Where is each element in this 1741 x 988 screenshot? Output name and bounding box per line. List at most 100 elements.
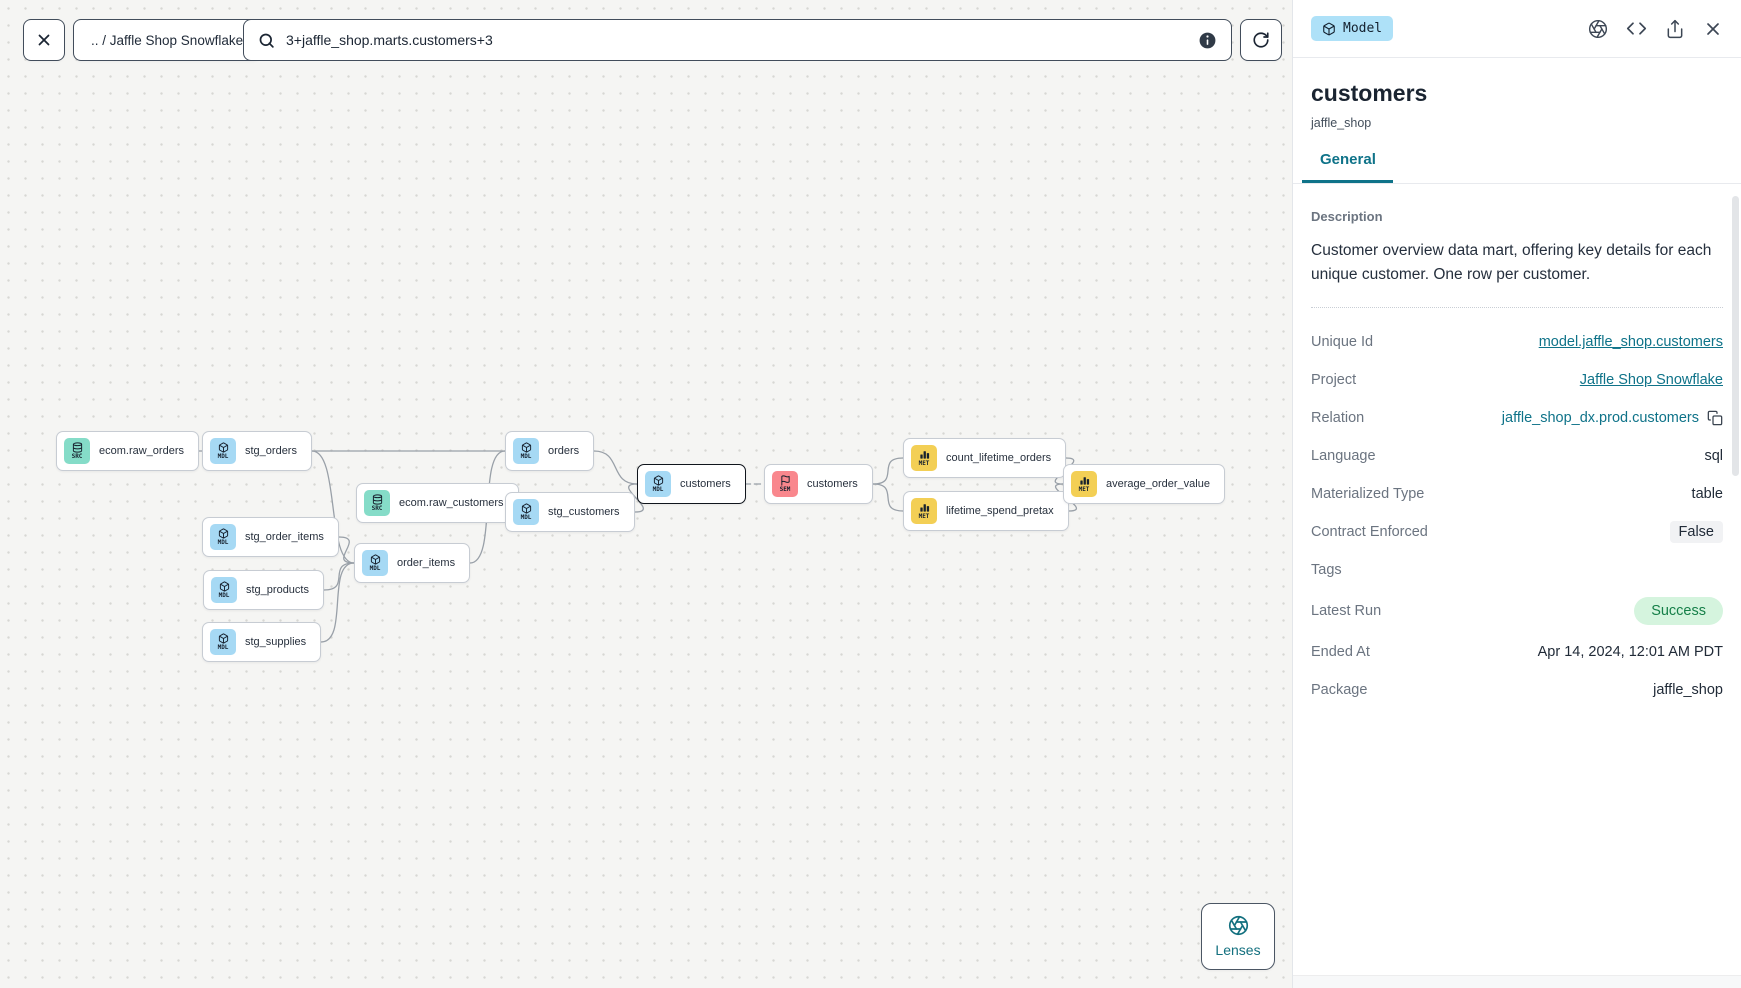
- node-label: customers: [680, 478, 731, 490]
- page-title: customers: [1311, 80, 1428, 106]
- search-icon: [259, 33, 274, 48]
- field-value-text: False: [1669, 521, 1723, 544]
- metric-icon: MET: [911, 498, 937, 524]
- node-label: average_order_value: [1106, 478, 1210, 490]
- panel-scrollbar[interactable]: [1732, 196, 1739, 476]
- node-label: stg_products: [246, 584, 309, 596]
- dotted-divider: [1311, 307, 1723, 309]
- graph-node-stg_customers[interactable]: MDL stg_customers: [505, 492, 635, 532]
- page-subtitle: jaffle_shop: [1311, 116, 1372, 130]
- metric-icon: MET: [911, 445, 937, 471]
- field-label: Materialized Type: [1311, 486, 1425, 503]
- field-row: Unique Id model.jaffle_shop.customers: [1311, 331, 1723, 353]
- field-label: Ended At: [1311, 644, 1370, 661]
- field-value: Apr 14, 2024, 12:01 AM PDT: [1538, 644, 1723, 660]
- model-icon: MDL: [210, 438, 236, 464]
- model-icon: MDL: [362, 550, 388, 576]
- field-value: jaffle_shop_dx.prod.customers: [1502, 410, 1723, 426]
- graph-node-stg_supplies[interactable]: MDL stg_supplies: [202, 622, 322, 662]
- model-icon: MDL: [210, 524, 236, 550]
- aperture-icon[interactable]: [1588, 19, 1608, 39]
- field-row: Tags: [1311, 559, 1723, 581]
- metric-icon: MET: [1071, 471, 1097, 497]
- field-label: Contract Enforced: [1311, 524, 1428, 541]
- cube-icon: [1323, 22, 1335, 35]
- close-icon[interactable]: [1703, 19, 1723, 39]
- breadcrumb[interactable]: .. / Jaffle Shop Snowflake: [73, 19, 262, 61]
- field-row: Language sql: [1311, 445, 1723, 467]
- details-panel: Model customers jaffle_shop General Desc…: [1292, 0, 1741, 988]
- lenses-button[interactable]: Lenses: [1201, 903, 1275, 970]
- search-input[interactable]: [286, 32, 1187, 48]
- node-label: count_lifetime_orders: [946, 452, 1052, 464]
- graph-node-count_lifetime_orders[interactable]: MET count_lifetime_orders: [903, 438, 1067, 478]
- field-label: Tags: [1311, 562, 1342, 579]
- close-lineage-button[interactable]: [23, 19, 65, 61]
- field-value-text: jaffle_shop: [1653, 682, 1723, 699]
- graph-node-ecom_raw_customers[interactable]: SRC ecom.raw_customers: [356, 483, 519, 523]
- lineage-canvas[interactable]: .. / Jaffle Shop Snowflake Lenses SRCeco…: [0, 0, 1292, 988]
- info-icon[interactable]: [1198, 31, 1217, 50]
- breadcrumb-label: .. / Jaffle Shop Snowflake: [91, 32, 244, 48]
- node-label: ecom.raw_customers: [399, 497, 504, 509]
- model-icon: MDL: [513, 499, 539, 525]
- field-value: jaffle_shop: [1653, 682, 1723, 698]
- field-label: Relation: [1311, 410, 1365, 427]
- field-value-text[interactable]: Jaffle Shop Snowflake: [1579, 372, 1723, 389]
- node-label: order_items: [397, 557, 456, 569]
- node-label: stg_customers: [548, 506, 620, 518]
- node-label: ecom.raw_orders: [99, 445, 184, 457]
- field-label: Unique Id: [1311, 334, 1374, 351]
- field-value-text: table: [1691, 486, 1723, 503]
- field-label: Language: [1311, 448, 1376, 465]
- field-row: Relation jaffle_shop_dx.prod.customers: [1311, 407, 1723, 429]
- graph-node-customers_model[interactable]: MDL customers: [637, 464, 746, 504]
- copy-icon[interactable]: [1707, 410, 1723, 426]
- graph-node-customers_sem[interactable]: SEM customers: [764, 464, 873, 504]
- field-label: Project: [1311, 372, 1357, 389]
- panel-footer: [1293, 975, 1741, 988]
- lineage-search[interactable]: [243, 19, 1232, 61]
- refresh-button[interactable]: [1240, 19, 1282, 61]
- field-value: model.jaffle_shop.customers: [1539, 334, 1723, 350]
- field-row: Project Jaffle Shop Snowflake: [1311, 369, 1723, 391]
- close-icon: [38, 34, 50, 46]
- model-icon: MDL: [645, 471, 671, 497]
- semantic-model-icon: SEM: [772, 471, 798, 497]
- panel-actions: [1588, 18, 1723, 39]
- graph-node-average_order_value[interactable]: MET average_order_value: [1063, 464, 1225, 504]
- field-value-text: Apr 14, 2024, 12:01 AM PDT: [1537, 644, 1723, 661]
- field-value: sql: [1704, 448, 1723, 464]
- field-row: Contract Enforced False: [1311, 521, 1723, 544]
- field-value-text[interactable]: jaffle_shop_dx.prod.customers: [1501, 410, 1699, 427]
- graph-node-order_items[interactable]: MDL order_items: [354, 543, 471, 583]
- field-value: Jaffle Shop Snowflake: [1580, 372, 1723, 388]
- code-icon[interactable]: [1626, 18, 1647, 39]
- model-icon: MDL: [210, 629, 236, 655]
- field-value: Success: [1634, 597, 1723, 626]
- tab-general[interactable]: General: [1302, 151, 1393, 183]
- share-icon[interactable]: [1665, 19, 1685, 39]
- resource-type-label: Model: [1343, 21, 1383, 36]
- node-label: lifetime_spend_pretax: [946, 505, 1054, 517]
- node-label: stg_supplies: [245, 636, 307, 648]
- title-block: customers jaffle_shop: [1293, 58, 1741, 130]
- graph-node-lifetime_spend_pretax[interactable]: MET lifetime_spend_pretax: [903, 491, 1069, 531]
- panel-header: Model: [1293, 0, 1741, 58]
- node-label: customers: [807, 478, 858, 490]
- resource-type-badge: Model: [1311, 16, 1394, 41]
- model-icon: MDL: [513, 438, 539, 464]
- field-row: Ended At Apr 14, 2024, 12:01 AM PDT: [1311, 641, 1723, 663]
- field-value-text[interactable]: model.jaffle_shop.customers: [1538, 334, 1723, 351]
- field-row: Materialized Type table: [1311, 483, 1723, 505]
- panel-tabs: General: [1293, 151, 1741, 184]
- source-icon: SRC: [364, 490, 390, 516]
